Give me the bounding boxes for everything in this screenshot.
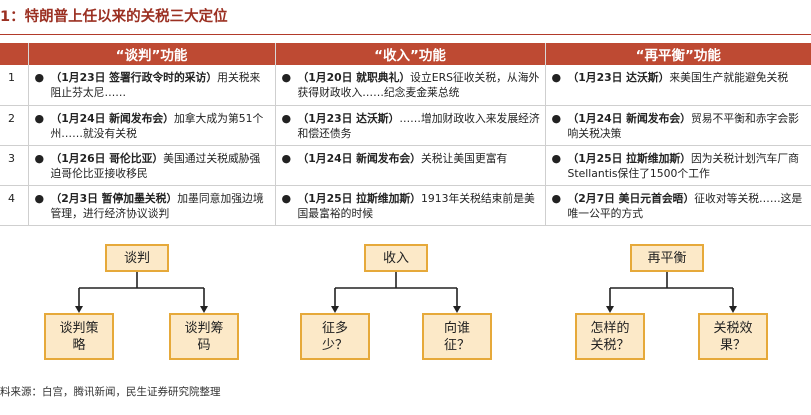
node-label: 谈判策略 bbox=[59, 320, 99, 353]
table-cell: ● （1月20日 就职典礼）设立ERS征收关税，从海外获得财政收入……纪念麦金莱总… bbox=[274, 65, 545, 106]
cell-lead: （1月23日 达沃斯） bbox=[567, 71, 670, 84]
node-revenue-from-whom: 向谁征？ bbox=[422, 313, 492, 360]
table-cell: ● （1月23日 签署行政令时的采访）用关税来阻止芬太尼…… bbox=[27, 65, 275, 106]
bullet-icon: ● bbox=[34, 71, 45, 84]
table-header-row: “谈判”功能 “收入”功能 “再平衡”功能 bbox=[0, 43, 811, 65]
node-label: 收入 bbox=[382, 250, 409, 266]
table-cell: ● （1月24日 新闻发布会）加拿大成为第51个州……就没有关税 bbox=[27, 105, 275, 146]
title-divider bbox=[0, 34, 811, 35]
bullet-icon: ● bbox=[551, 71, 562, 84]
row-number: 3 bbox=[0, 145, 28, 186]
connector-negotiation bbox=[78, 272, 205, 308]
cell-text: 美国通过关税威胁强迫哥伦比亚接收移民 bbox=[50, 151, 261, 180]
cell-text: 关税让美国更富有 bbox=[420, 151, 508, 165]
cell-text: 1913年关税结束前是美国最富裕的时候 bbox=[297, 191, 535, 220]
node-negotiation-chips: 谈判筹码 bbox=[169, 313, 239, 360]
node-label: 怎样的关税？ bbox=[590, 320, 630, 353]
cell-text: 加拿大成为第51个州……就没有关税 bbox=[50, 111, 264, 140]
arrowhead-icon bbox=[200, 306, 208, 313]
header-revenue: “收入”功能 bbox=[274, 43, 545, 65]
bullet-icon: ● bbox=[281, 71, 292, 84]
cell-lead: （1月24日 新闻发布会） bbox=[50, 111, 174, 125]
bullet-icon: ● bbox=[34, 151, 45, 165]
table-cell: ● （2月7日 美日元首会晤）征收对等关税……这是唯一公平的方式 bbox=[544, 185, 811, 226]
bullet-icon: ● bbox=[281, 111, 292, 125]
table-cell: ● （1月25日 拉斯维加斯）因为关税计划汽车厂商Stellantis保住了150… bbox=[544, 145, 811, 186]
node-negotiation-strategy: 谈判策略 bbox=[44, 313, 114, 360]
bullet-icon: ● bbox=[34, 111, 45, 125]
figure-title: 1：特朗普上任以来的关税三大定位 bbox=[0, 9, 228, 25]
row-number: 1 bbox=[0, 65, 28, 106]
tariff-positioning-table: “谈判”功能 “收入”功能 “再平衡”功能 1 ● （1月23日 签署行政令时的采… bbox=[0, 43, 811, 226]
cell-lead: （1月24日 新闻发布会） bbox=[567, 111, 691, 125]
cell-text: 征收对等关税……这是唯一公平的方式 bbox=[567, 191, 803, 220]
bullet-icon: ● bbox=[281, 191, 292, 205]
table-cell: ● （1月23日 达沃斯）……增加财政收入来发展经济和偿还债务 bbox=[274, 105, 545, 146]
cell-text: 贸易不平衡和赤字会影响关税决策 bbox=[567, 111, 799, 140]
arrowhead-icon bbox=[75, 306, 83, 313]
table-row: 4 ● （2月3日 暂停加墨关税）加墨同意加强边境管理，进行经济协议谈判 ● （1月… bbox=[0, 185, 811, 226]
table-cell: ● （1月24日 新闻发布会）贸易不平衡和赤字会影响关税决策 bbox=[544, 105, 811, 146]
cell-lead: （1月24日 新闻发布会） bbox=[297, 151, 421, 165]
node-label: 向谁征？ bbox=[443, 320, 470, 353]
cell-text: 来美国生产就能避免关税 bbox=[669, 71, 789, 84]
table-cell: ● （1月25日 拉斯维加斯）1913年关税结束前是美国最富裕的时候 bbox=[274, 185, 545, 226]
table-cell: ● （2月3日 暂停加墨关税）加墨同意加强边境管理，进行经济协议谈判 bbox=[27, 185, 275, 226]
arrowhead-icon bbox=[606, 306, 614, 313]
connector-rebalance bbox=[609, 272, 734, 308]
table-cell: ● （1月24日 新闻发布会）关税让美国更富有 bbox=[274, 145, 545, 186]
cell-text: 加墨同意加强边境管理，进行经济协议谈判 bbox=[50, 191, 264, 220]
node-revenue: 收入 bbox=[364, 244, 428, 272]
arrowhead-icon bbox=[729, 306, 737, 313]
cell-lead: （1月25日 拉斯维加斯） bbox=[567, 151, 691, 165]
bullet-icon: ● bbox=[551, 111, 562, 125]
arrowhead-icon bbox=[331, 306, 339, 313]
bullet-icon: ● bbox=[34, 191, 45, 205]
row-number: 4 bbox=[0, 185, 28, 226]
cell-lead: （1月20日 就职典礼） bbox=[297, 71, 411, 84]
node-revenue-how-much: 征多少？ bbox=[300, 313, 370, 360]
cell-lead: （1月23日 签署行政令时的采访） bbox=[50, 71, 218, 84]
row-number: 2 bbox=[0, 105, 28, 146]
header-index bbox=[0, 43, 28, 65]
cell-lead: （1月23日 达沃斯） bbox=[297, 111, 400, 125]
node-label: 关税效果？ bbox=[713, 320, 753, 353]
table-cell: ● （1月23日 达沃斯）来美国生产就能避免关税 bbox=[544, 65, 811, 106]
cell-text: 用关税来阻止芬太尼…… bbox=[50, 71, 261, 99]
bullet-icon: ● bbox=[551, 191, 562, 205]
header-negotiation: “谈判”功能 bbox=[27, 43, 275, 65]
node-label: 征多少？ bbox=[321, 320, 348, 353]
node-negotiation: 谈判 bbox=[105, 244, 169, 272]
header-rebalance: “再平衡”功能 bbox=[544, 43, 811, 65]
cell-lead: （2月3日 暂停加墨关税） bbox=[50, 191, 178, 205]
node-rebalance-what-tariff: 怎样的关税？ bbox=[575, 313, 645, 360]
node-rebalance: 再平衡 bbox=[630, 244, 704, 272]
node-rebalance-effect: 关税效果？ bbox=[698, 313, 768, 360]
table-row: 2 ●（1月24日 新闻发布会）加拿大成为第51个州……就没有关税 ●（1月23… bbox=[0, 105, 811, 146]
cell-lead: （1月26日 哥伦比亚） bbox=[50, 151, 164, 165]
node-label: 谈判 bbox=[123, 250, 150, 266]
node-label: 谈判筹码 bbox=[184, 320, 224, 353]
cell-lead: （1月25日 拉斯维加斯） bbox=[297, 191, 421, 205]
cell-text: 设立ERS征收关税，从海外获得财政收入……纪念麦金莱总统 bbox=[297, 71, 540, 99]
bullet-icon: ● bbox=[551, 151, 562, 165]
bullet-icon: ● bbox=[281, 151, 292, 165]
table-row: 1 ● （1月23日 签署行政令时的采访）用关税来阻止芬太尼…… ● （1月20日 … bbox=[0, 65, 811, 106]
table-row: 3 ● （1月26日 哥伦比亚）美国通过关税威胁强迫哥伦比亚接收移民 ● （1月24… bbox=[0, 145, 811, 186]
cell-text: 因为关税计划汽车厂商Stellantis保住了1500个工作 bbox=[567, 151, 799, 180]
source-note: 料来源：白宫，腾讯新闻，民生证券研究院整理 bbox=[0, 386, 221, 398]
cell-text: ……增加财政收入来发展经济和偿还债务 bbox=[297, 111, 540, 140]
cell-lead: （2月7日 美日元首会晤） bbox=[567, 191, 695, 205]
arrowhead-icon bbox=[453, 306, 461, 313]
table-cell: ● （1月26日 哥伦比亚）美国通过关税威胁强迫哥伦比亚接收移民 bbox=[27, 145, 275, 186]
connector-revenue bbox=[334, 272, 458, 308]
node-label: 再平衡 bbox=[647, 250, 687, 266]
